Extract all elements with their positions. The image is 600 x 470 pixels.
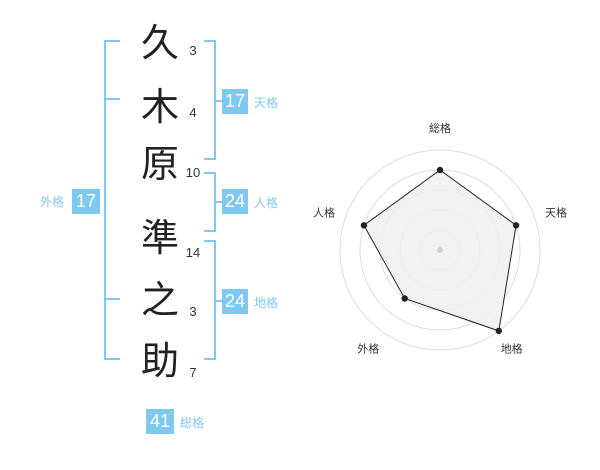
radar-point-4 (401, 295, 408, 302)
chikaku-bracket-top (204, 240, 216, 242)
tenkaku-bracket-stub (214, 100, 222, 102)
radar-axis-label-1: 総格 (429, 121, 451, 135)
jinkaku-bracket-stub (214, 201, 222, 203)
stroke-count-3: 10 (185, 165, 201, 180)
chikaku-bracket-bottom (204, 358, 216, 360)
name-char-1: 久 (140, 21, 179, 65)
tenkaku-bracket-top (204, 40, 216, 42)
radar-axis-label-4: 外格 (357, 342, 379, 356)
radar-axis-label-2: 天格 (545, 205, 567, 219)
tenkaku-bracket-bottom (204, 158, 216, 160)
jinkaku-bracket-top (204, 172, 216, 174)
gaikaku-bracket-vertical (104, 40, 106, 360)
radar-point-3 (495, 327, 502, 335)
name-char-4: 準 (140, 216, 179, 260)
soukaku-label: 総格 (180, 416, 205, 430)
stroke-count-6: 7 (189, 365, 197, 380)
stroke-count-1: 3 (189, 43, 197, 58)
stroke-count-5: 3 (189, 304, 197, 319)
gaikaku-bracket-tick (104, 298, 120, 300)
name-char-3: 原 (140, 142, 179, 186)
stroke-count-4: 14 (185, 245, 201, 260)
stroke-count-2: 4 (189, 105, 197, 120)
gaikaku-bracket-bottom (104, 358, 120, 360)
gaikaku-bracket-top (104, 40, 120, 42)
radar-ring (339, 149, 541, 351)
radar-point-5 (360, 222, 368, 229)
chikaku-badge: 24 (222, 289, 248, 314)
gaikaku-label: 外格 (40, 195, 65, 209)
jinkaku-badge: 24 (222, 189, 248, 214)
jinkaku-bracket-bottom (204, 230, 216, 232)
chikaku-bracket-stub (214, 300, 222, 302)
radar-point-1 (436, 166, 444, 174)
chikaku-label: 地格 (254, 296, 279, 310)
radar-center-dot (437, 247, 443, 253)
gaikaku-badge: 17 (72, 189, 100, 214)
tenkaku-badge: 17 (222, 89, 248, 114)
name-char-5: 之 (140, 278, 179, 322)
soukaku-badge: 41 (146, 409, 174, 434)
name-char-2: 木 (140, 85, 179, 129)
radar-axis-label-3: 地格 (501, 342, 523, 356)
name-char-6: 助 (140, 339, 179, 383)
tenkaku-label: 天格 (254, 96, 279, 110)
radar-point-2 (512, 222, 520, 229)
jinkaku-label: 人格 (254, 196, 279, 210)
radar-axis-label-5: 人格 (313, 205, 335, 219)
gaikaku-bracket-tick (104, 98, 120, 100)
